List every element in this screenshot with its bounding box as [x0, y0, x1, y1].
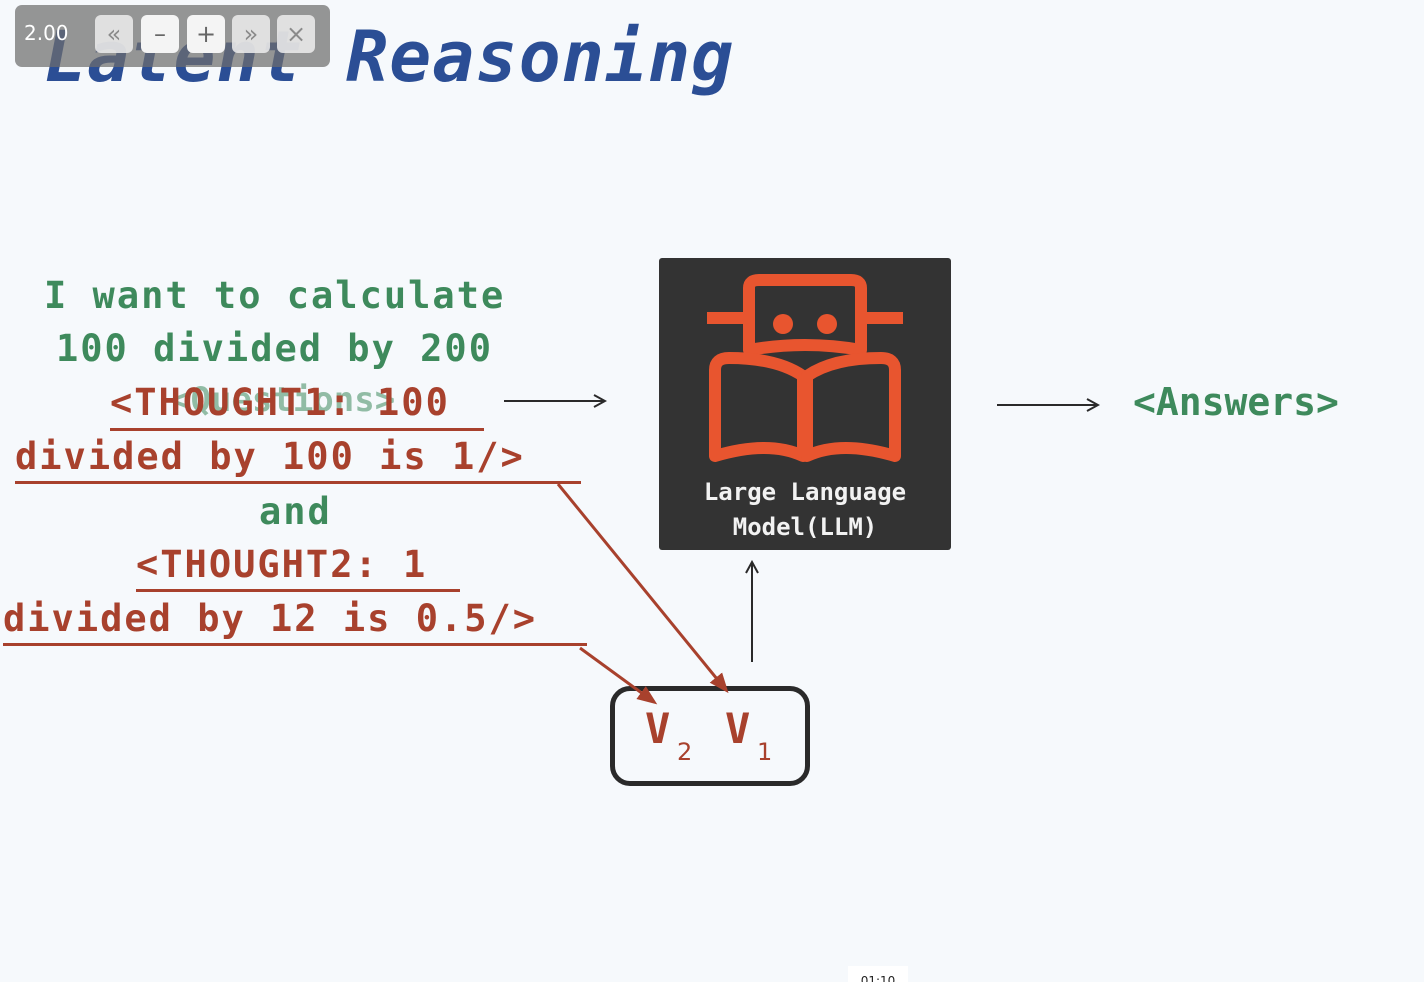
vector-v2-symbol: V: [645, 704, 671, 753]
forward-button[interactable]: »: [232, 15, 270, 53]
prompt-line-2: 100 divided by 200: [56, 327, 493, 370]
prompt-line-1: I want to calculate: [44, 274, 506, 317]
video-timestamp: 01:10: [848, 966, 908, 982]
llm-box: Large Language Model(LLM): [659, 258, 951, 550]
thought1-line-1: <THOUGHT1: 100: [110, 381, 450, 424]
thought1-underline-2: [15, 481, 581, 484]
vector-v2-subscript: 2: [677, 738, 693, 766]
thought1-underline-1: [110, 428, 484, 431]
robot-reading-book-icon: [707, 274, 903, 462]
thought2-underline-1: [136, 589, 460, 592]
thought2-line-2: divided by 12 is 0.5/>: [3, 597, 538, 640]
close-button[interactable]: ×: [277, 15, 315, 53]
faster-button[interactable]: +: [187, 15, 225, 53]
thought1-line-2: divided by 100 is 1/>: [15, 435, 525, 478]
slower-button[interactable]: –: [141, 15, 179, 53]
llm-label-line-1: Large Language: [703, 478, 907, 506]
speed-readout: 2.00: [24, 21, 69, 45]
thought2-line-1: <THOUGHT2: 1: [136, 543, 428, 586]
answers-label: <Answers>: [1133, 380, 1339, 424]
thought2-underline-2: [3, 643, 587, 646]
vector-v1-symbol: V: [725, 704, 751, 753]
rewind-button[interactable]: «: [95, 15, 133, 53]
latent-vector-box: [610, 686, 810, 786]
playback-speed-toolbar: 2.00 « – + » ×: [15, 5, 330, 67]
llm-label-line-2: Model(LLM): [732, 513, 878, 541]
connector-and: and: [259, 490, 332, 533]
questions-ghost-text: <Questions>: [170, 380, 396, 420]
vector-v1-subscript: 1: [757, 738, 773, 766]
